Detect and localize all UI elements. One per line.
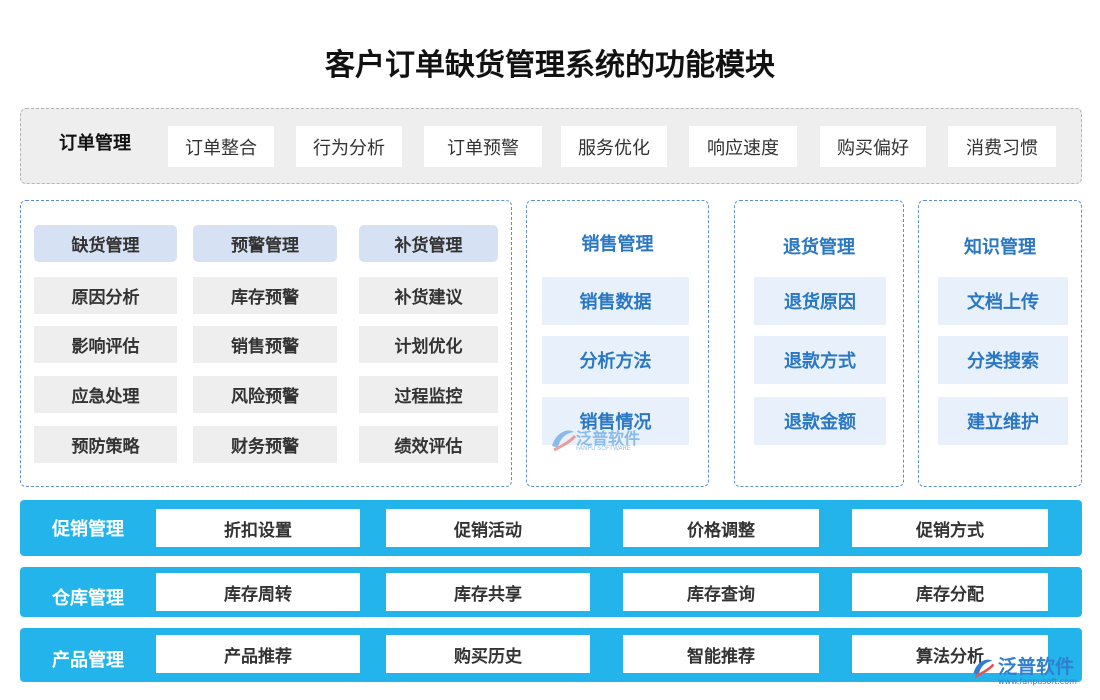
product-item: 智能推荐 <box>623 635 819 673</box>
fanpu-logo-icon <box>973 659 995 678</box>
knowledge-item: 建立维护 <box>938 397 1068 445</box>
warehouse-item: 库存共享 <box>386 573 590 611</box>
column-item: 影响评估 <box>34 326 177 363</box>
page-title: 客户订单缺货管理系统的功能模块 <box>325 48 775 83</box>
column-item: 财务预警 <box>193 426 337 463</box>
product-item: 算法分析 <box>852 635 1048 673</box>
column-header: 缺货管理 <box>34 225 177 262</box>
knowledge-item: 分类搜索 <box>938 336 1068 384</box>
column-item: 库存预警 <box>193 277 337 314</box>
promotion-item: 价格调整 <box>623 509 819 547</box>
watermark-subtext: FANPU SOFTWARE <box>576 445 631 452</box>
order-management-label: 订单管理 <box>59 133 131 154</box>
promotion-item: 促销活动 <box>386 509 590 547</box>
column-header: 补货管理 <box>359 225 498 262</box>
sales-item: 销售数据 <box>542 277 689 325</box>
promotion-label: 促销管理 <box>52 519 124 540</box>
knowledge-item: 文档上传 <box>938 277 1068 325</box>
logo-url: www.fanpusoft.com <box>998 677 1077 686</box>
order-item: 消费习惯 <box>948 126 1056 167</box>
order-item: 行为分析 <box>296 126 402 167</box>
product-item: 产品推荐 <box>156 635 360 673</box>
order-item: 响应速度 <box>689 126 797 167</box>
return-item: 退货原因 <box>754 277 886 325</box>
order-item: 购买偏好 <box>820 126 926 167</box>
order-item: 订单整合 <box>168 126 274 167</box>
promotion-item: 促销方式 <box>852 509 1048 547</box>
warehouse-item: 库存周转 <box>156 573 360 611</box>
order-item: 订单预警 <box>424 126 542 167</box>
product-label: 产品管理 <box>52 650 124 671</box>
warehouse-item: 库存查询 <box>623 573 819 611</box>
logo-text: 泛普软件 <box>998 656 1075 678</box>
promotion-item: 折扣设置 <box>156 509 360 547</box>
column-item: 应急处理 <box>34 376 177 413</box>
column-item: 原因分析 <box>34 277 177 314</box>
watermark-text: 泛普软件 <box>576 429 641 448</box>
return-management-header: 退货管理 <box>783 237 855 258</box>
return-item: 退款金额 <box>754 397 886 445</box>
order-item: 服务优化 <box>561 126 667 167</box>
knowledge-management-header: 知识管理 <box>964 237 1036 258</box>
warehouse-label: 仓库管理 <box>52 588 124 609</box>
column-item: 绩效评估 <box>359 426 498 463</box>
column-item: 预防策略 <box>34 426 177 463</box>
column-item: 销售预警 <box>193 326 337 363</box>
sales-item: 分析方法 <box>542 336 689 384</box>
column-item: 过程监控 <box>359 376 498 413</box>
fanpu-logo-icon <box>552 430 577 452</box>
column-item: 计划优化 <box>359 326 498 363</box>
watermark-logo: 泛普软件 FANPU SOFTWARE <box>548 424 658 454</box>
column-item: 风险预警 <box>193 376 337 413</box>
return-item: 退款方式 <box>754 336 886 384</box>
warehouse-item: 库存分配 <box>852 573 1048 611</box>
product-item: 购买历史 <box>386 635 590 673</box>
fanpu-logo: 泛普软件 www.fanpusoft.com <box>970 650 1095 690</box>
column-item: 补货建议 <box>359 277 498 314</box>
sales-management-header: 销售管理 <box>581 234 654 255</box>
sales-item: 销售情况 <box>542 397 689 445</box>
column-header: 预警管理 <box>193 225 337 262</box>
